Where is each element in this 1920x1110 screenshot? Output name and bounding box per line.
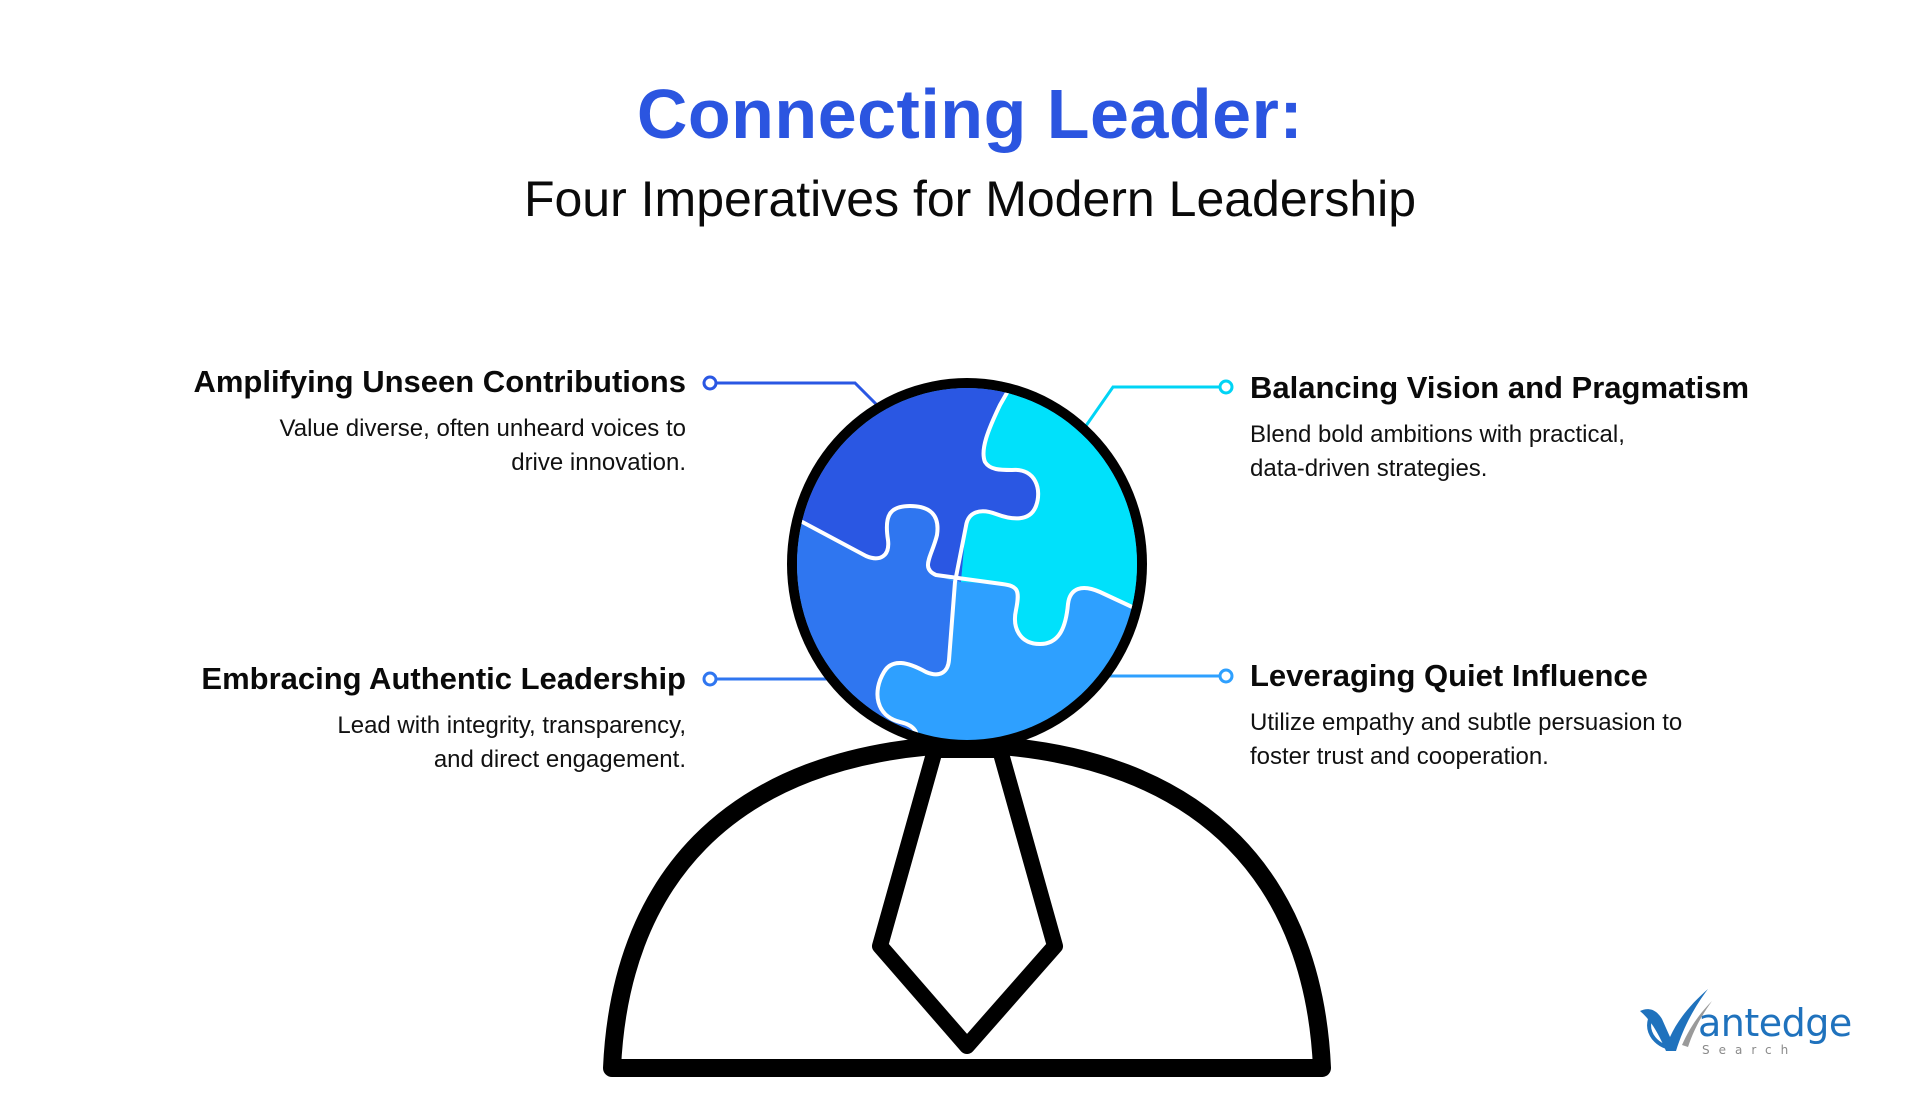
imperative-title: Leveraging Quiet Influence [1250, 658, 1648, 693]
imperative-embracing-authentic-leadership: Embracing Authentic Leadership Lead with… [46, 659, 686, 777]
imperative-description: Utilize empathy and subtle persuasion to… [1250, 706, 1890, 774]
imperative-description: Blend bold ambitions with practical, dat… [1250, 418, 1890, 486]
checkmark-v-icon [1640, 989, 1712, 1051]
imperative-title: Balancing Vision and Pragmatism [1250, 370, 1750, 405]
imperative-amplifying-unseen-contributions: Amplifying Unseen Contributions Value di… [46, 362, 686, 480]
tie-outline [872, 742, 1063, 1054]
imperative-title: Embracing Authentic Leadership [201, 661, 686, 696]
description-line: and direct engagement. [433, 746, 686, 773]
puzzle-piece-bottom-left [797, 506, 955, 740]
page-subtitle: Four Imperatives for Modern Leadership [523, 171, 1417, 227]
imperative-description: Lead with integrity, transparency, and d… [46, 709, 686, 777]
page-title: Connecting Leader: [636, 75, 1304, 153]
logo-wordmark: antedge [1698, 1001, 1852, 1045]
imperative-description: Value diverse, often unheard voices to d… [46, 412, 686, 480]
description-line: Utilize empathy and subtle persuasion to [1250, 709, 1683, 736]
logo-subtitle: Search [1702, 1043, 1798, 1057]
description-line: Blend bold ambitions with practical, [1250, 421, 1625, 448]
connector-bottom-right [1100, 668, 1234, 684]
description-line: data-driven strategies. [1250, 455, 1488, 482]
description-line: Lead with integrity, transparency, [337, 712, 686, 739]
connector-bottom-left [702, 671, 840, 687]
vantedge-logo: antedge Search [1636, 985, 1866, 1060]
description-line: drive innovation. [511, 449, 686, 476]
imperative-balancing-vision-and-pragmatism: Balancing Vision and Pragmatism Blend bo… [1250, 368, 1890, 486]
imperative-title: Amplifying Unseen Contributions [193, 364, 686, 399]
imperative-leveraging-quiet-influence: Leveraging Quiet Influence Utilize empat… [1250, 656, 1890, 774]
connector-top-right [1072, 379, 1234, 444]
description-line: Value diverse, often unheard voices to [279, 415, 686, 442]
description-line: foster trust and cooperation. [1250, 743, 1549, 770]
